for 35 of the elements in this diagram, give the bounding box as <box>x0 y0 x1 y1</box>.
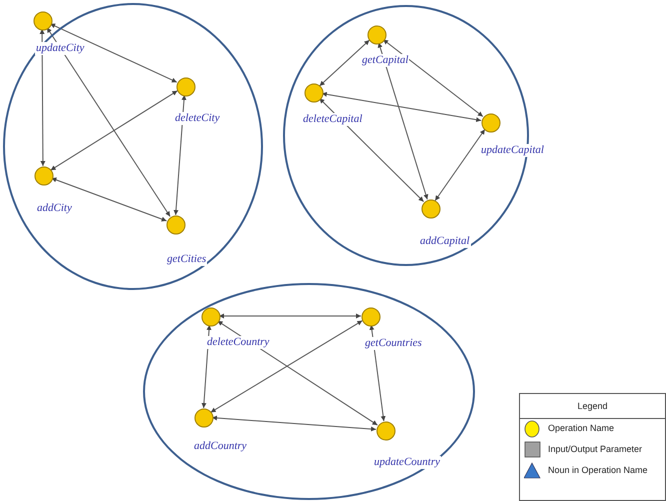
arrow <box>50 178 168 222</box>
arrow <box>321 92 482 122</box>
arrow <box>369 324 386 422</box>
operation-label: getCountries <box>364 337 423 350</box>
operation-label: deleteCapital <box>302 113 364 126</box>
operation-label: getCapital <box>361 54 410 67</box>
arrow <box>210 320 363 413</box>
operation-label: addCapital <box>419 235 471 248</box>
operation-label: deleteCountry <box>206 336 270 349</box>
arrow <box>46 27 171 217</box>
legend-label: Input/Output Parameter <box>548 444 642 454</box>
arrow <box>434 128 486 202</box>
legend-label: Operation Name <box>548 423 614 433</box>
arrow <box>318 98 424 202</box>
arrow <box>218 314 362 318</box>
arrow <box>50 23 178 83</box>
legend-title: Legend <box>520 394 665 419</box>
arrow <box>40 28 46 166</box>
operation-label: deleteCity <box>174 112 221 125</box>
arrow <box>211 416 377 432</box>
arrow <box>217 320 378 426</box>
group-ellipse <box>143 283 475 500</box>
arrow <box>319 40 370 86</box>
arrow <box>50 90 178 171</box>
legend-label: Noun in Operation Name <box>548 465 648 475</box>
operation-label: updateCountry <box>373 456 441 469</box>
operation-label: addCity <box>36 202 73 215</box>
operation-label: updateCity <box>35 42 86 55</box>
operation-label: updateCapital <box>480 144 545 157</box>
operation-label: getCities <box>166 253 208 266</box>
group-ellipse <box>3 3 263 290</box>
operation-label: addCountry <box>193 440 248 453</box>
arrow <box>382 39 484 117</box>
arrow <box>174 94 186 216</box>
arrow <box>378 42 428 200</box>
